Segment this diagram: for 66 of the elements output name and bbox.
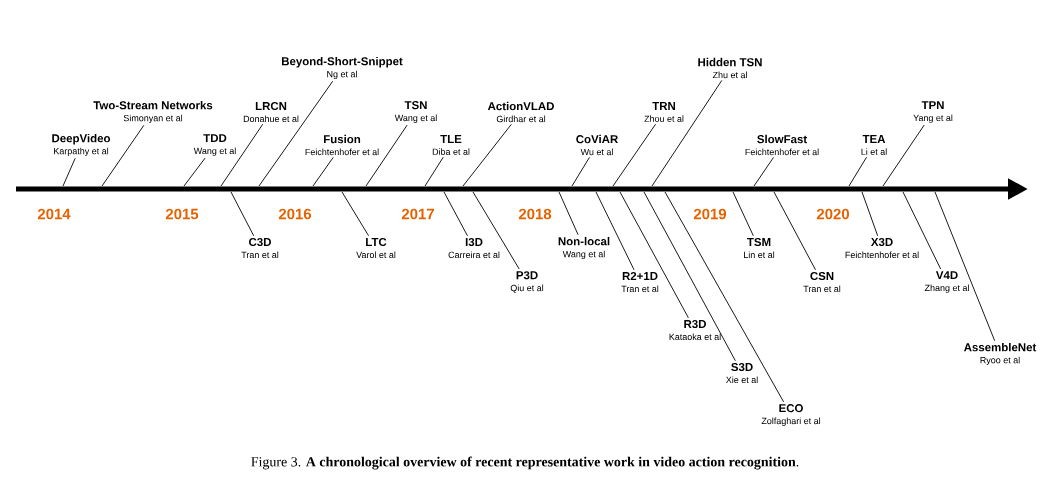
leader-line	[902, 191, 942, 270]
method-label: TSM Lin et al	[744, 237, 775, 258]
method-label: TEA Li et al	[861, 135, 887, 155]
leader-line	[753, 156, 774, 187]
method-label: P3D Qiu et al	[510, 271, 544, 293]
method-label: TPN Yang et al	[913, 101, 953, 123]
year-label: 2020	[816, 208, 849, 220]
method-label: CSN Tran et al	[803, 271, 841, 292]
method-label: ECO Zolfaghari et al	[761, 404, 821, 426]
method-label: Fusion Feichtenhofer et al	[305, 134, 379, 156]
method-label: TRN Zhou et al	[644, 102, 684, 122]
method-label: I3D Carreira et al	[448, 237, 500, 258]
method-label: ActionVLAD Girdhar et al	[487, 101, 554, 123]
method-label: TDD Wang et al	[193, 134, 236, 156]
leader-line	[619, 191, 689, 319]
method-label: CoViAR Wu et al	[576, 134, 618, 156]
leader-line	[732, 191, 754, 237]
method-label: C3D Tran et al	[241, 237, 279, 258]
year-label: 2016	[278, 208, 312, 220]
figure-caption: Figure 3. A chronological overview of recent representative work in video action recognition.	[251, 456, 799, 470]
leader-line	[230, 191, 255, 237]
leader-line	[424, 156, 444, 187]
method-label: TSN Wang et al	[394, 101, 437, 123]
leader-line	[312, 156, 334, 187]
leader-line	[861, 191, 879, 237]
method-label: TLE Diba et al	[432, 135, 470, 155]
method-label: Two-Stream Networks Simonyan et al	[93, 100, 213, 124]
leader-line	[848, 156, 868, 187]
year-label: 2015	[165, 208, 199, 220]
leader-line	[341, 191, 370, 237]
method-label: SlowFast Feichtenhofer et al	[745, 134, 819, 156]
leader-line	[62, 157, 76, 187]
method-label: DeepVideo Karpathy et al	[52, 133, 111, 157]
leader-line	[571, 156, 590, 187]
method-label: AssembleNet Ryoo et al	[964, 342, 1037, 366]
method-label: LTC Varol et al	[356, 237, 396, 258]
leader-line	[595, 191, 635, 271]
leader-line	[258, 80, 334, 187]
year-label: 2014	[37, 208, 71, 220]
method-label: R3D Kataoka et al	[669, 319, 721, 340]
leader-line	[558, 191, 579, 236]
method-label: Hidden TSN Zhu et al	[698, 57, 762, 79]
year-label: 2019	[693, 208, 727, 220]
leader-line	[664, 191, 785, 403]
leader-line	[651, 79, 723, 187]
method-label: S3D Xie et al	[726, 362, 758, 383]
leader-line	[443, 191, 468, 237]
year-label: 2018	[518, 208, 552, 220]
method-label: X3D Feichtenhofer et al	[845, 237, 919, 258]
year-label: 2017	[401, 208, 434, 220]
leader-line	[612, 123, 657, 187]
method-label: Non-local Wang et al	[558, 236, 610, 260]
method-label: V4D Zhang et al	[924, 271, 969, 293]
method-label: R2+1D Tran et al	[621, 271, 659, 292]
method-label: Beyond-Short-Snippet Ng et al	[282, 56, 403, 80]
leader-line	[462, 123, 512, 187]
leader-line	[183, 157, 206, 187]
leader-line	[101, 124, 145, 187]
leader-line	[773, 191, 816, 271]
leader-line	[934, 191, 996, 342]
leader-line	[882, 124, 925, 187]
leader-line	[365, 124, 408, 187]
leader-line	[643, 191, 736, 362]
leader-line	[472, 191, 520, 270]
leader-line	[220, 123, 264, 187]
method-label: LRCN Donahue et al	[243, 101, 299, 122]
